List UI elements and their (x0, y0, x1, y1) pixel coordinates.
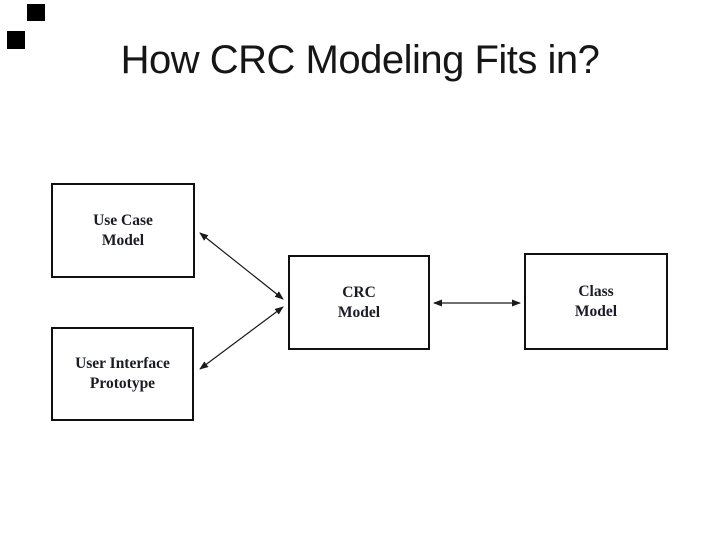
box-label-line: User Interface (75, 355, 170, 372)
arrow-ui-prototype-to-crc (199, 306, 284, 370)
box-label-line: Model (101, 231, 145, 249)
accent-square-icon (7, 31, 25, 49)
box-use-case-model: Use Case Model (51, 183, 195, 278)
arrow-use-case-to-crc (199, 232, 284, 300)
accent-square-icon (27, 4, 45, 21)
box-label-line: Prototype (89, 375, 156, 392)
box-user-interface-prototype: User Interface Prototype (51, 327, 194, 421)
box-label-line: CRC (342, 283, 376, 301)
box-class-model: Class Model (524, 253, 668, 350)
box-label-line: Model (574, 302, 618, 320)
box-label-line: Use Case (93, 211, 153, 229)
box-label-line: Class (578, 282, 614, 300)
box-crc-model: CRC Model (288, 255, 430, 350)
slide-title: How CRC Modeling Fits in? (120, 38, 600, 82)
box-label-line: Model (337, 303, 381, 321)
